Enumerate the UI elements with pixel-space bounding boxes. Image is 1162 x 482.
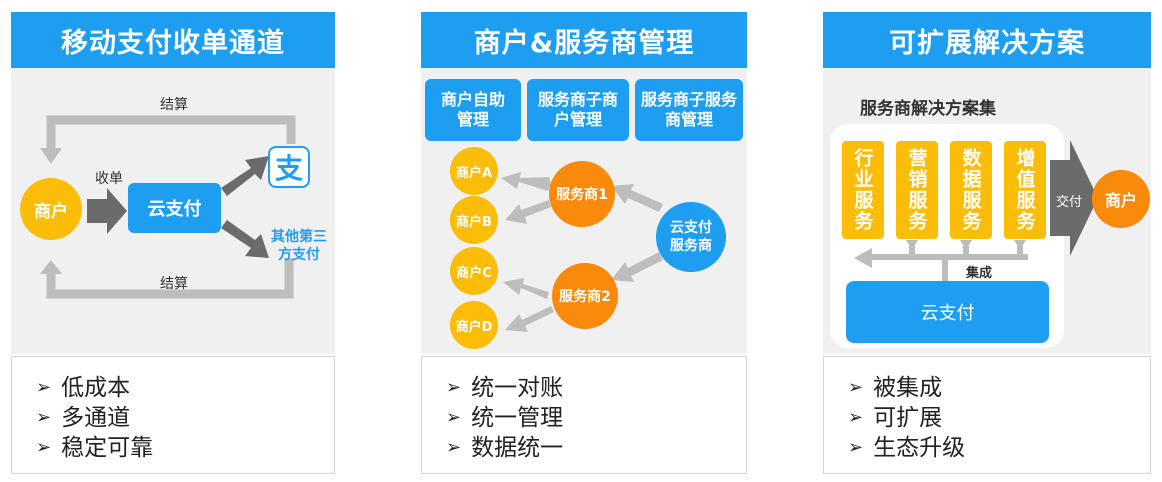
arrow-bullet-icon: ➢ xyxy=(36,407,52,428)
merchant-node-label: 商户 xyxy=(34,201,68,222)
merchant-b-node: 商户B xyxy=(450,196,498,244)
panel1-header: 移动支付收单通道 xyxy=(11,12,335,68)
bullet-item: ➢统一对账 xyxy=(446,375,564,401)
panel2-footer: ➢统一对账 ➢统一管理 ➢数据统一 xyxy=(421,356,747,474)
arrow-bullet-icon: ➢ xyxy=(446,407,462,428)
tab-provider-sub-merchant: 服务商子商户管理 xyxy=(527,79,629,141)
service-industry: 行业服务 xyxy=(842,141,884,239)
merchant-node: 商户 xyxy=(20,178,82,240)
provider-1-node: 服务商1 xyxy=(549,161,615,227)
bottom-settlement-label: 结算 xyxy=(160,276,188,292)
p1-to-b-arrow xyxy=(505,200,551,224)
p2-to-d-arrow xyxy=(505,306,554,332)
solution-set-title: 服务商解决方案集 xyxy=(860,99,996,119)
receive-arrow xyxy=(87,188,127,234)
service-data: 数据服务 xyxy=(950,141,992,239)
panel2-header: 商户&服务商管理 xyxy=(421,12,747,68)
alipay-glyph: 支 xyxy=(274,152,303,185)
panel3-header: 可扩展解决方案 xyxy=(823,12,1151,68)
panel1-diagram xyxy=(40,115,296,299)
top-settlement-line xyxy=(46,115,296,150)
bullet-item: ➢低成本 xyxy=(36,375,131,401)
arrow-bullet-icon: ➢ xyxy=(36,377,52,398)
cloud-to-p2-arrow xyxy=(611,252,663,282)
panel3-cloudpay-box: 云支付 xyxy=(846,281,1049,343)
bullet-item: ➢被集成 xyxy=(848,375,943,401)
panel2-arrows xyxy=(501,172,663,332)
cloud-provider-node: 云支付服务商 xyxy=(656,202,726,272)
alipay-icon: 支 xyxy=(268,146,310,188)
bullet-item: ➢生态升级 xyxy=(848,435,966,461)
panel1-bullets: ➢低成本 ➢多通道 ➢稳定可靠 xyxy=(12,357,334,463)
panel3-title: 可扩展解决方案 xyxy=(889,27,1085,59)
to-alipay-arrow xyxy=(221,156,269,196)
p1-to-a-arrow xyxy=(501,172,551,191)
cloud-to-p1-arrow xyxy=(611,184,663,212)
provider-2-node: 服务商2 xyxy=(552,263,618,329)
merchant-c-node: 商户C xyxy=(450,247,498,295)
other-payments-label: 其他第三方支付 xyxy=(271,229,327,263)
cloudpay-label: 云支付 xyxy=(147,199,202,220)
integrate-label: 集成 xyxy=(966,266,993,281)
p2-to-c-arrow xyxy=(503,278,549,299)
top-settlement-arrowhead xyxy=(40,148,62,164)
panel3-footer: ➢被集成 ➢可扩展 ➢生态升级 xyxy=(823,356,1151,474)
receive-label: 收单 xyxy=(95,171,123,187)
bottom-settlement-line xyxy=(46,258,294,299)
delivery-label: 交付 xyxy=(1056,195,1083,210)
panel3-merchant-node: 商户 xyxy=(1092,170,1150,228)
panel1-footer: ➢低成本 ➢多通道 ➢稳定可靠 xyxy=(11,356,335,474)
service-value-added: 增值服务 xyxy=(1004,141,1046,239)
integration-bracket xyxy=(854,240,1028,284)
top-settlement-label: 结算 xyxy=(160,97,188,113)
panel3-bullets: ➢被集成 ➢可扩展 ➢生态升级 xyxy=(824,357,1150,463)
bottom-settlement-arrowhead xyxy=(40,260,62,274)
arrow-bullet-icon: ➢ xyxy=(848,377,864,398)
arrow-bullet-icon: ➢ xyxy=(446,377,462,398)
panel2-title: 商户&服务商管理 xyxy=(473,27,695,59)
bullet-item: ➢统一管理 xyxy=(446,405,564,431)
tab-provider-sub-provider: 服务商子服务商管理 xyxy=(635,79,743,141)
service-marketing: 营销服务 xyxy=(896,141,938,239)
bullet-item: ➢数据统一 xyxy=(446,435,564,461)
merchant-d-node: 商户D xyxy=(450,301,498,349)
to-other-arrow xyxy=(221,220,269,258)
delivery-arrow xyxy=(1050,140,1098,256)
cloudpay-box: 云支付 xyxy=(128,183,221,233)
arrow-bullet-icon: ➢ xyxy=(36,437,52,458)
arrow-bullet-icon: ➢ xyxy=(848,437,864,458)
tab-merchant-self: 商户自助管理 xyxy=(425,79,521,141)
bullet-item: ➢可扩展 xyxy=(848,405,943,431)
bullet-item: ➢稳定可靠 xyxy=(36,435,154,461)
arrow-bullet-icon: ➢ xyxy=(446,437,462,458)
panel2-bullets: ➢统一对账 ➢统一管理 ➢数据统一 xyxy=(422,357,746,463)
bullet-item: ➢多通道 xyxy=(36,405,131,431)
panel1-title: 移动支付收单通道 xyxy=(61,27,285,59)
merchant-a-node: 商户A xyxy=(450,147,498,195)
arrow-bullet-icon: ➢ xyxy=(848,407,864,428)
